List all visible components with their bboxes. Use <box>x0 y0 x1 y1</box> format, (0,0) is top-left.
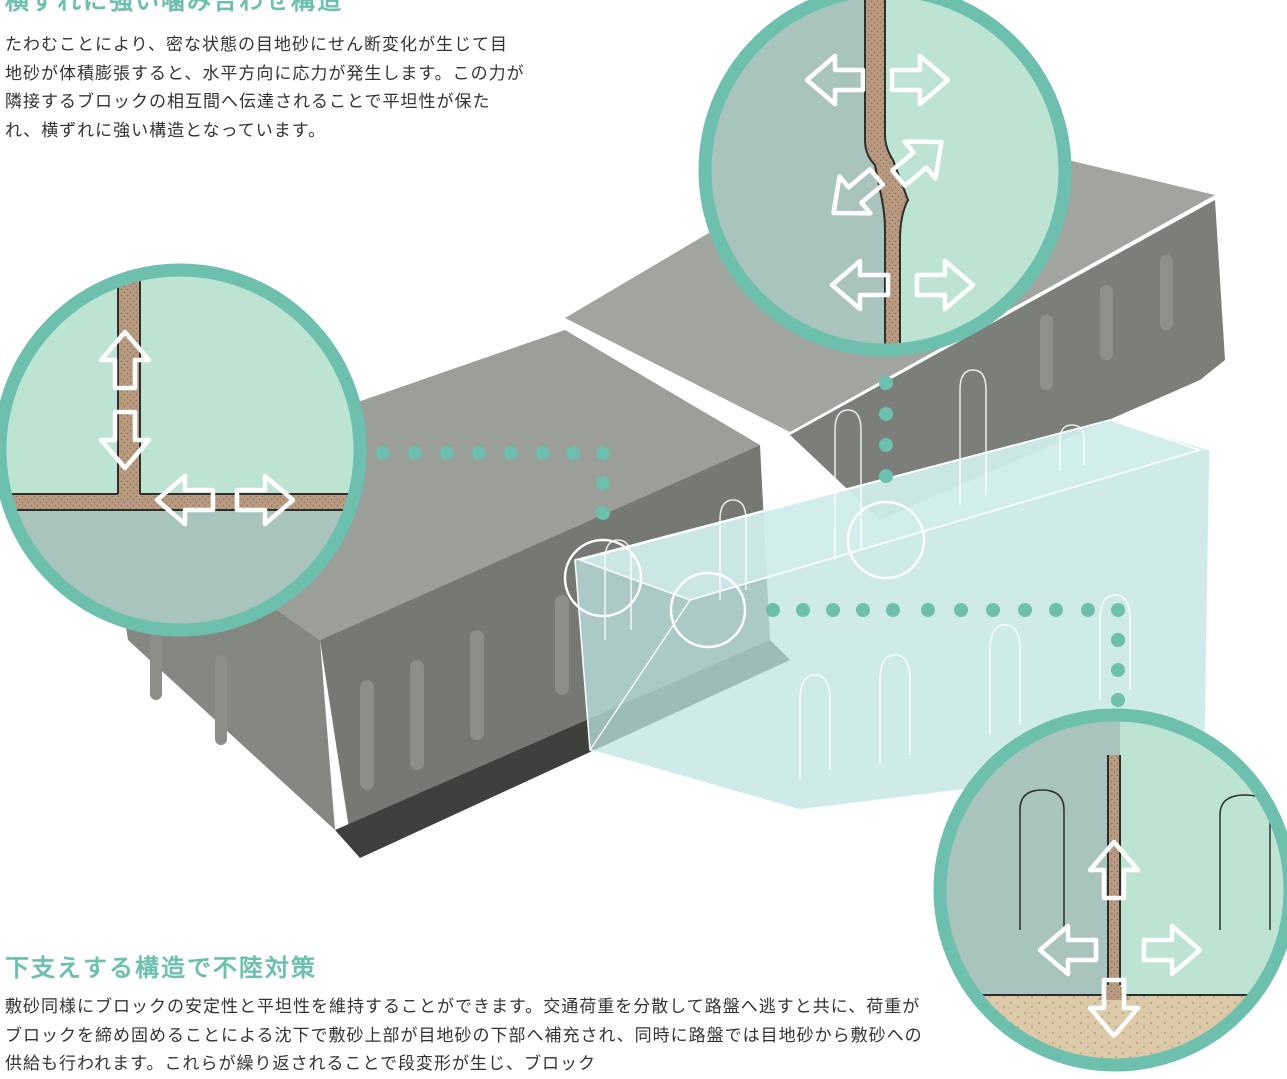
section2-title: 下支えする構造で不陸対策 <box>5 954 317 982</box>
zoom-circle-joint-top <box>698 0 1072 357</box>
section1-body: たわむことにより、密な状態の目地砂にせん断変化が生じて目地砂が体積膨張すると、水… <box>5 35 525 141</box>
zoom-circle-joint-left <box>0 263 367 637</box>
connector-dots <box>376 376 1125 707</box>
section1-title: 横ずれに強い噛み合わせ構造 <box>5 0 343 15</box>
zoom-circle-joint-bottom <box>933 708 1287 1072</box>
focus-circles <box>563 500 926 649</box>
section2-body: 敷砂同様にブロックの安定性と平坦性を維持することができます。交通荷重を分散して路… <box>5 997 923 1074</box>
